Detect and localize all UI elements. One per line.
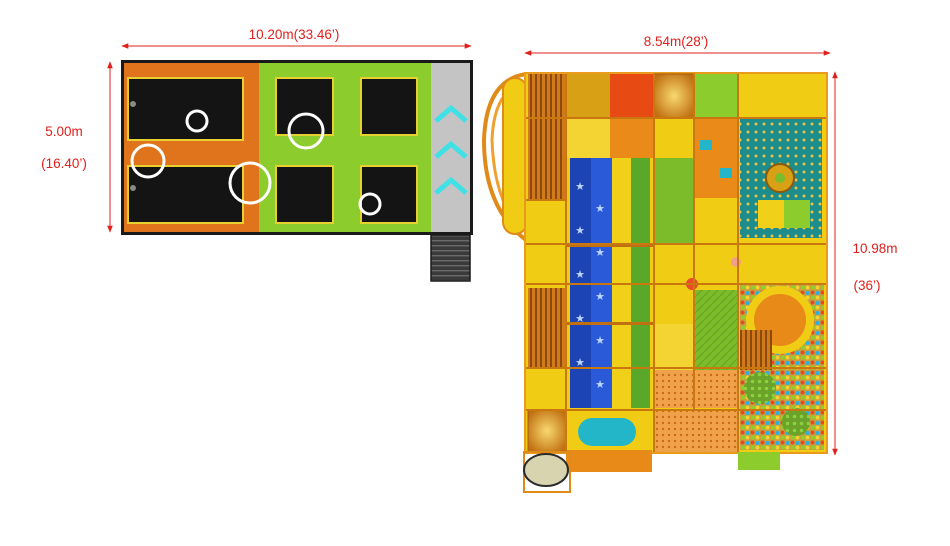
star-icon: ★	[575, 357, 585, 369]
playground-width-label: 8.54m(28’)	[644, 34, 709, 49]
grass-block	[694, 290, 738, 370]
hoop-ring	[130, 143, 166, 179]
hoop-ring	[358, 192, 382, 216]
net-tunnel	[610, 74, 654, 118]
orange-platform	[610, 118, 654, 158]
climbing-steps	[528, 118, 566, 200]
structure-frame	[526, 74, 826, 452]
climbing-steps	[528, 288, 566, 368]
star-icon-row: ★ ★ ★ ★ ★ ★ ★ ★ ★ ★	[575, 181, 605, 391]
trampoline-width-label: 10.20m(33.46’)	[249, 27, 340, 42]
star-icon: ★	[595, 203, 605, 215]
star-icon: ★	[575, 269, 585, 281]
play-block	[566, 74, 610, 118]
perforated-panel	[654, 370, 738, 408]
playground-height-label-ft: (36’)	[853, 278, 880, 293]
exit-ramp	[566, 450, 652, 472]
green-ball-mound	[744, 372, 776, 404]
trampoline-bed	[127, 165, 244, 224]
exit-pad	[738, 452, 780, 470]
hoop-ring	[287, 112, 325, 150]
entry-staircase	[430, 234, 471, 282]
soft-play-structure: ★ ★ ★ ★ ★ ★ ★ ★ ★ ★	[481, 72, 828, 493]
chevron-up-icon	[434, 140, 468, 159]
star-icon: ★	[575, 181, 585, 193]
play-platform	[654, 324, 694, 370]
divider-bar	[566, 244, 654, 247]
pyramid-climber	[527, 409, 567, 453]
spinner-toy-center	[775, 173, 785, 183]
tube-slide-section	[502, 77, 528, 235]
ball-icon	[731, 257, 741, 267]
divider-bar	[566, 322, 654, 325]
star-icon: ★	[595, 335, 605, 347]
soft-block	[528, 200, 566, 282]
play-block	[738, 74, 822, 118]
bolt-icon	[130, 185, 136, 191]
trampoline-bed	[275, 77, 334, 136]
spinning-bowl	[523, 453, 569, 487]
soft-block	[528, 368, 566, 410]
chevron-up-icon	[434, 104, 468, 123]
cyan-pad	[720, 168, 732, 178]
slide-platform	[740, 330, 772, 370]
star-icon: ★	[575, 313, 585, 325]
perforated-panel	[654, 410, 738, 452]
pyramid-climber	[653, 73, 695, 119]
green-tunnel	[654, 158, 694, 244]
star-icon: ★	[575, 225, 585, 237]
trampoline-height-label-m: 5.00m	[45, 124, 83, 139]
trampoline-height-label-ft: (16.40’)	[41, 156, 87, 171]
playground-height-label-m: 10.98m	[852, 241, 897, 256]
hoop-ring	[185, 109, 209, 133]
trampoline-bed	[275, 165, 334, 224]
trampoline-park	[121, 60, 473, 282]
trampoline-bed	[360, 77, 418, 136]
green-ball-mound	[782, 408, 810, 436]
soft-block	[566, 118, 610, 158]
climbing-columns	[694, 118, 738, 198]
activity-tile	[784, 200, 810, 228]
cyan-tunnel	[578, 418, 636, 446]
bolt-icon	[130, 101, 136, 107]
chevron-up-icon	[434, 176, 468, 195]
climbing-ladder	[528, 74, 566, 118]
grass-block	[694, 74, 738, 118]
activity-tile	[758, 200, 784, 228]
hoop-ring	[228, 161, 272, 205]
cyan-pad	[700, 140, 712, 150]
trampoline-bed	[127, 77, 244, 141]
dimension-annotations: 10.20m(33.46’) 5.00m (16.40’) 8.54m(28’)…	[41, 27, 898, 456]
star-icon: ★	[595, 291, 605, 303]
star-icon: ★	[595, 247, 605, 259]
star-icon: ★	[595, 379, 605, 391]
